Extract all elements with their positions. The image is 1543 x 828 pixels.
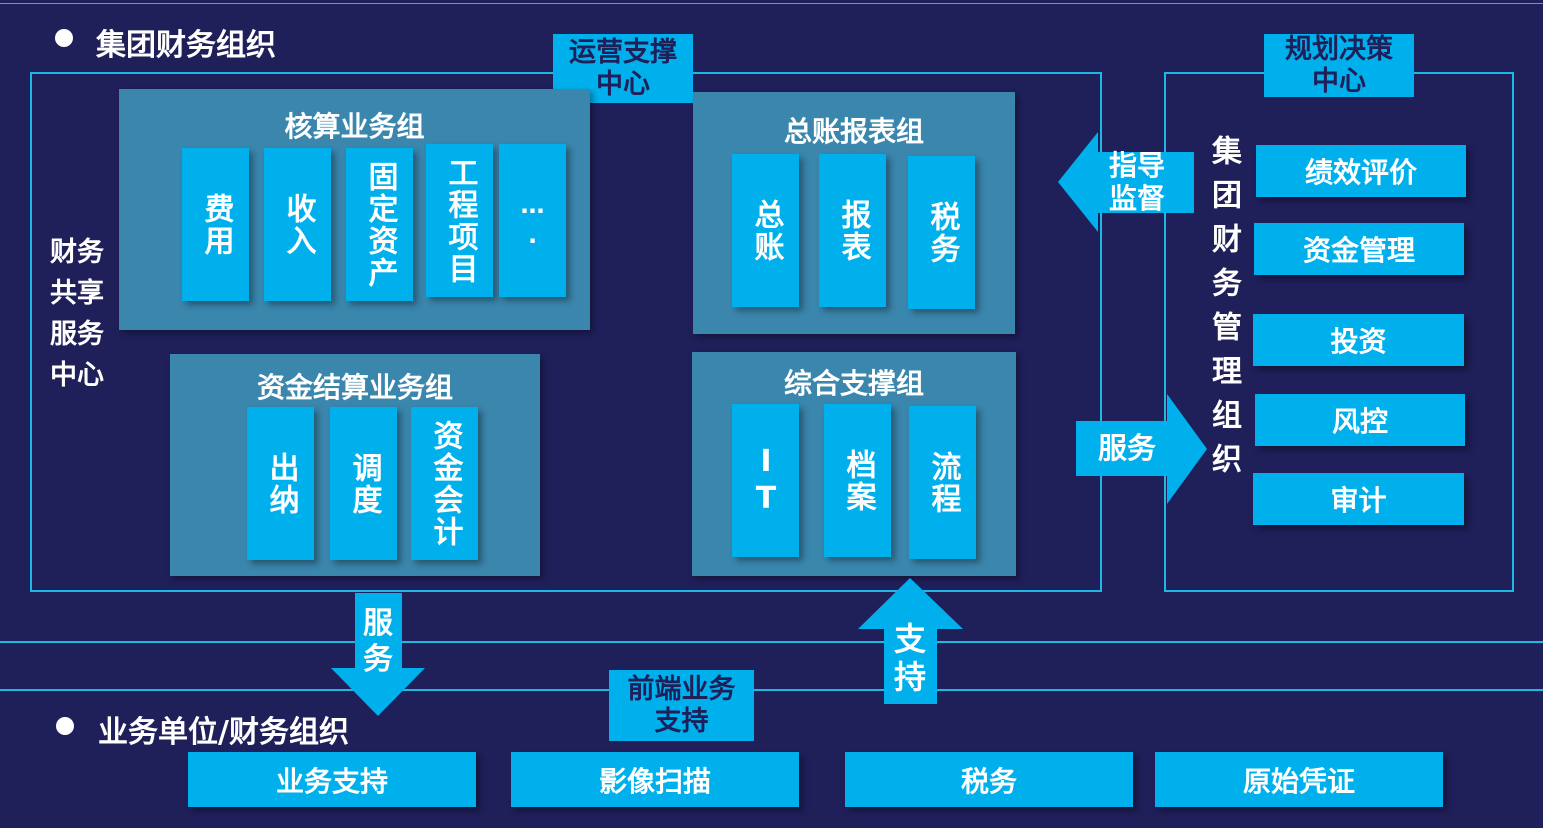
bottom-item-business-support: 业务支持 bbox=[188, 752, 476, 807]
cell-process: 流程 bbox=[909, 406, 976, 559]
cell-it: IT bbox=[732, 404, 799, 557]
service-down-label: 服务 bbox=[363, 606, 393, 677]
cell-fixed-assets: 固定资产 bbox=[346, 148, 413, 301]
top-border-line bbox=[0, 3, 1543, 4]
group-accounting: 核算业务组 费用 收入 固定资产 工程项目 …. bbox=[119, 89, 590, 330]
bottom-item-image-scan: 影像扫描 bbox=[511, 752, 799, 807]
divider-line-upper bbox=[0, 641, 1543, 643]
guide-arrow bbox=[1058, 132, 1194, 232]
guide-arrow-label: 指导监督 bbox=[1108, 149, 1165, 216]
ssc-side-label: 财务共享服务中心 bbox=[50, 237, 104, 392]
cell-reports: 报表 bbox=[819, 154, 886, 307]
support-up-arrow bbox=[858, 578, 963, 704]
group-title: 综合支撑组 bbox=[783, 367, 924, 400]
cell-expense: 费用 bbox=[182, 148, 249, 301]
mgmt-item-risk: 风控 bbox=[1255, 394, 1465, 446]
divider-line-lower bbox=[0, 689, 1543, 691]
cell-fund-accounting: 资金会计 bbox=[411, 407, 478, 560]
cell-cashier: 出纳 bbox=[247, 407, 314, 560]
bottom-section-title: 业务单位/财务组织 bbox=[98, 715, 349, 750]
mgmt-item-fund: 资金管理 bbox=[1254, 223, 1464, 275]
front-support-label: 前端业务支持 bbox=[609, 670, 754, 741]
cell-ledger: 总账 bbox=[732, 154, 799, 307]
mgmt-item-audit: 审计 bbox=[1253, 473, 1464, 525]
cell-tax: 税务 bbox=[908, 156, 975, 309]
cell-dispatch: 调度 bbox=[330, 407, 397, 560]
service-right-label: 服务 bbox=[1098, 431, 1157, 465]
group-general-ledger: 总账报表组 总账 报表 税务 bbox=[693, 92, 1015, 334]
bottom-item-original-voucher: 原始凭证 bbox=[1155, 752, 1443, 807]
ops-center-label: 运营支撑中心 bbox=[553, 34, 693, 103]
top-bullet bbox=[55, 29, 73, 47]
bottom-item-tax: 税务 bbox=[845, 752, 1133, 807]
group-title: 资金结算业务组 bbox=[256, 371, 453, 404]
service-down-arrow bbox=[331, 593, 425, 716]
bottom-bullet bbox=[56, 717, 74, 735]
cell-projects: 工程项目 bbox=[426, 144, 493, 297]
mgmt-side-label: 集团财务管理组织 bbox=[1206, 135, 1241, 487]
top-section-title: 集团财务组织 bbox=[96, 28, 276, 63]
service-right-arrow bbox=[1076, 394, 1207, 504]
cell-more: …. bbox=[499, 144, 566, 297]
group-title: 核算业务组 bbox=[284, 110, 425, 143]
mgmt-item-performance: 绩效评价 bbox=[1256, 145, 1466, 197]
group-fund-settlement: 资金结算业务组 出纳 调度 资金会计 bbox=[170, 354, 540, 576]
group-support: 综合支撑组 IT 档案 流程 bbox=[692, 352, 1016, 576]
cell-archive: 档案 bbox=[824, 404, 891, 557]
support-up-label: 支持 bbox=[893, 620, 926, 697]
mgmt-item-investment: 投资 bbox=[1253, 314, 1464, 366]
cell-revenue: 收入 bbox=[264, 148, 331, 301]
planning-center-label: 规划决策中心 bbox=[1264, 34, 1414, 97]
group-title: 总账报表组 bbox=[783, 115, 924, 148]
